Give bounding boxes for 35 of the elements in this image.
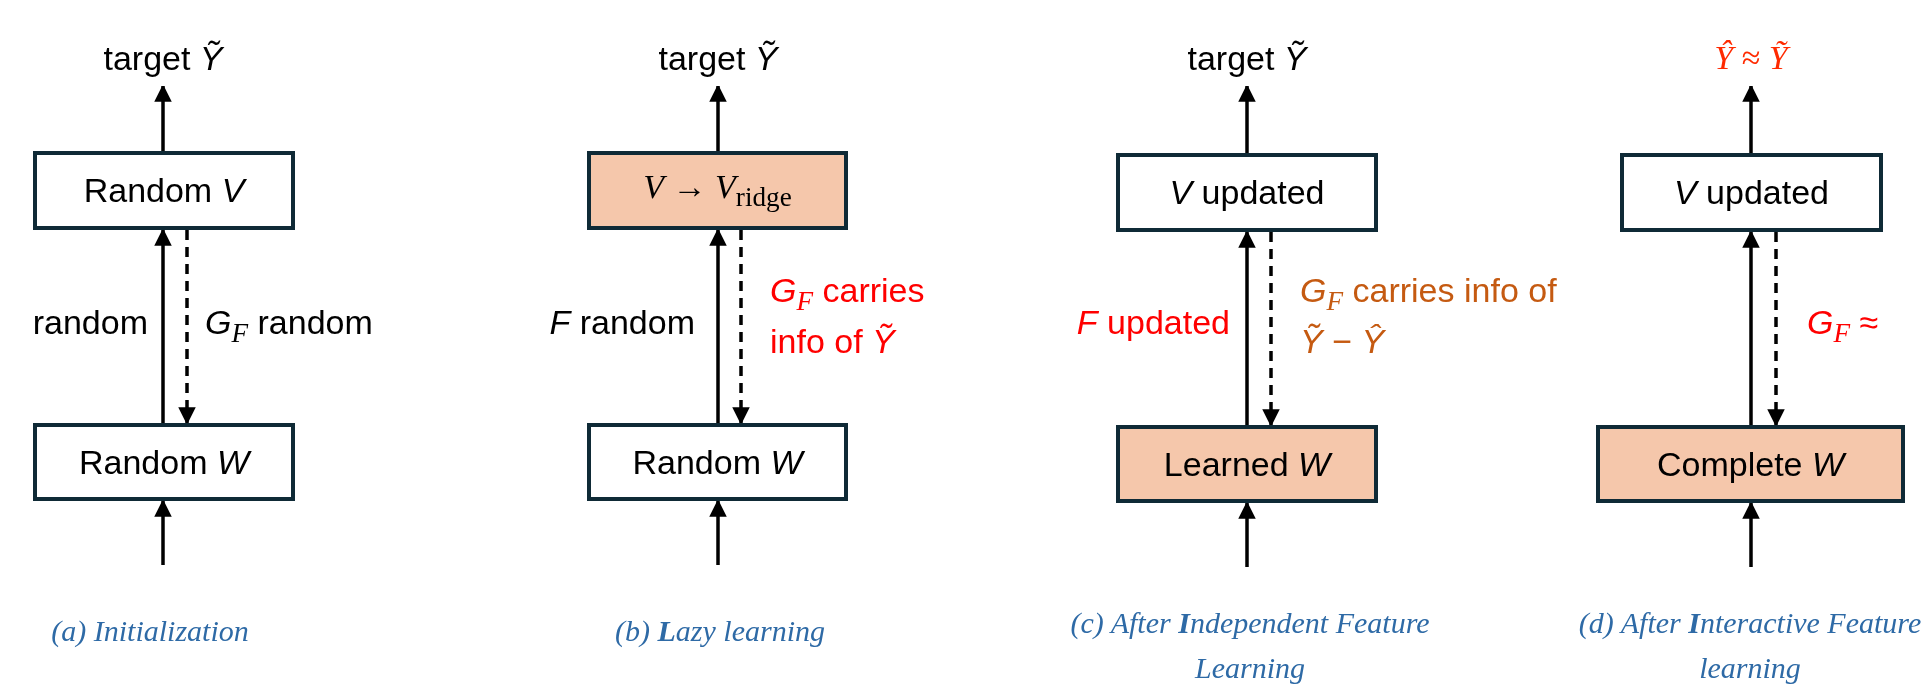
subfigure-caption: (c) After Independent Feature Learning [1069,605,1431,685]
process-box: V updated [1620,153,1883,232]
arrow [154,499,172,565]
arrow [1238,230,1256,425]
arrow [154,228,172,423]
edge-label: G$_{F}$ carries info of Ỹ − Ŷ [1300,270,1558,363]
process-box: V → V$_{ridge}$ [587,151,848,230]
process-box: Random V [33,151,295,230]
arrow [1238,84,1256,153]
dashed-arrow [178,230,196,425]
edge-label: G$_{F}$ random [205,302,374,350]
dashed-arrow [732,230,750,425]
edge-label: random [31,302,148,343]
arrow [154,84,172,151]
dashed-arrow [1262,232,1280,427]
edge-label: G$_{F}$ carries info of Ỹ [770,270,926,363]
process-box: V updated [1116,153,1378,232]
arrow [1238,501,1256,567]
process-box: Random W [33,423,295,501]
arrow [1742,84,1760,153]
dashed-arrow [1767,232,1785,427]
subfigure-caption: (a) Initialization [50,613,250,649]
subfigure-caption: (b) Lazy learning [614,613,826,649]
process-box: Learned W [1116,425,1378,503]
arrow [709,84,727,151]
subfigure-caption: (d) After Interactive Feature learning [1577,605,1922,685]
edge-label: F random [548,302,695,343]
arrow [1742,230,1760,425]
process-box: Random W [587,423,848,501]
arrow [1742,501,1760,567]
edge-label: G$_{F}$ ≈ [1807,302,1880,350]
arrow [709,228,727,423]
process-box: Complete W [1596,425,1905,503]
edge-label: F updated [1075,302,1230,343]
arrow [709,499,727,565]
